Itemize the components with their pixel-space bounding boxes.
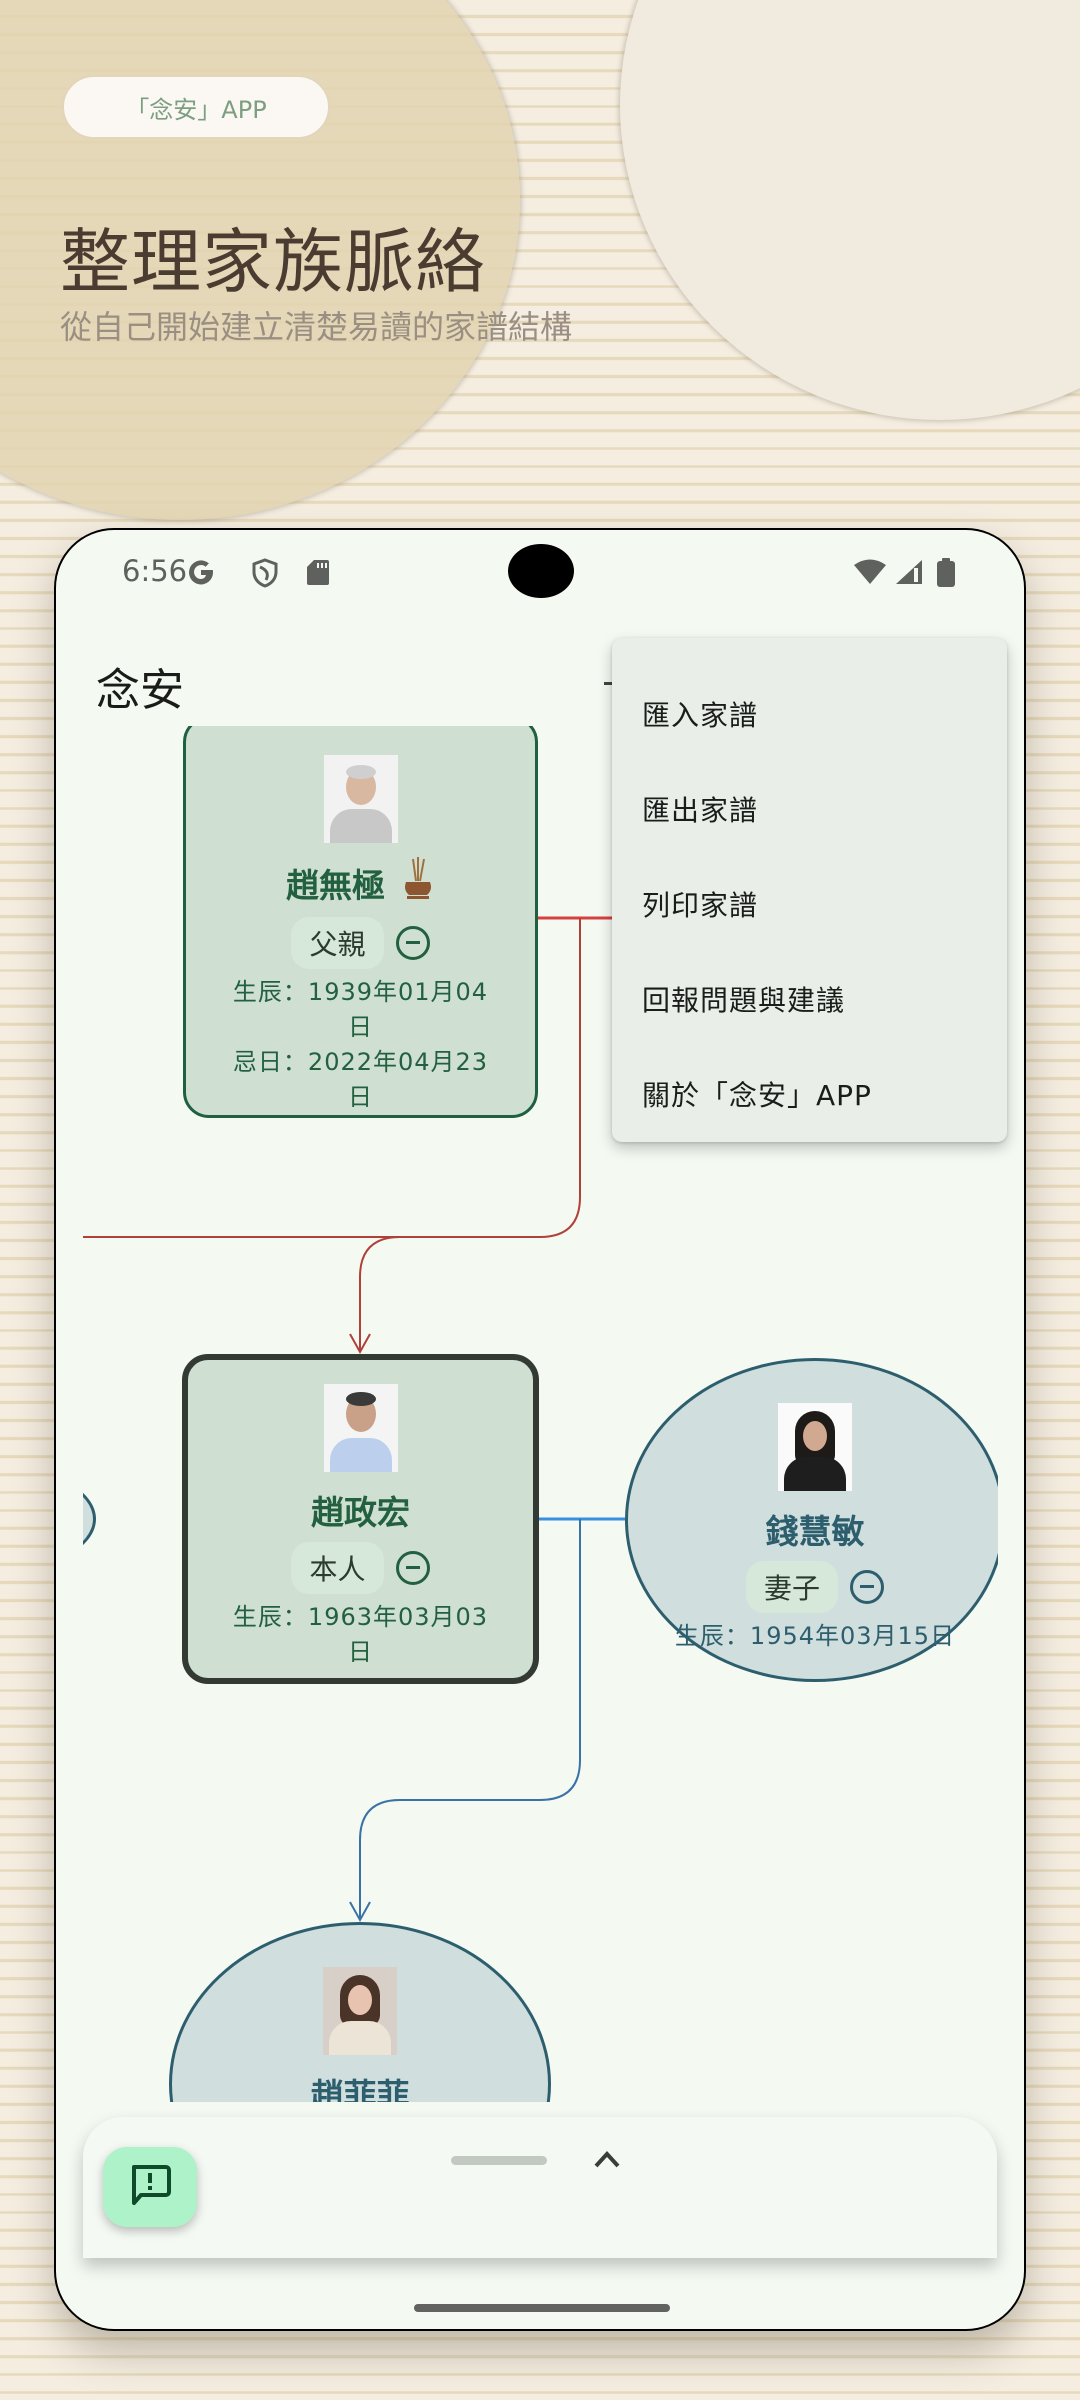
expand-sheet-button[interactable] [589, 2143, 625, 2179]
status-time: 6:56 [122, 554, 188, 588]
promo-app-badge: 「念安」APP [62, 75, 330, 139]
google-icon [188, 558, 216, 590]
sd-card-icon [306, 558, 330, 590]
collapse-minus-icon[interactable] [850, 1570, 884, 1604]
decorative-circle-right [620, 0, 1080, 420]
promo-app-badge-label: 「念安」APP [125, 95, 267, 124]
battery-icon [936, 558, 956, 592]
cell-signal-icon [894, 558, 924, 590]
app-title: 念安 [96, 665, 184, 716]
role-chip: 父親 [291, 917, 384, 969]
phone-screen: 6:56 念安 [56, 530, 1024, 2329]
wifi-icon [852, 558, 888, 590]
collapse-minus-icon[interactable] [395, 926, 430, 960]
front-camera [508, 544, 574, 598]
chevron-up-icon [593, 2149, 621, 2173]
phone-frame: 6:56 念安 [54, 528, 1026, 2331]
menu-item-export[interactable]: 匯出家譜 [642, 793, 759, 827]
death-date: 忌日：2022年04月23 日 [232, 1048, 489, 1111]
person-photo [778, 1403, 852, 1491]
menu-item-print[interactable]: 列印家譜 [642, 888, 759, 922]
overflow-menu: 匯入家譜 匯出家譜 列印家譜 回報問題與建議 關於「念安」APP [612, 638, 1007, 1142]
person-name: 錢慧敏 [765, 1512, 865, 1551]
connector-lines [83, 916, 643, 1923]
menu-item-feedback[interactable]: 回報問題與建議 [642, 983, 846, 1017]
person-node-father[interactable]: 趙無極 父親 生辰：1939年01月04 日 忌日：2022年04月23 日 [183, 726, 538, 1118]
role-chip: 本人 [291, 1542, 384, 1594]
bottom-sheet[interactable] [83, 2117, 997, 2258]
person-node-self[interactable]: 趙政宏 本人 生辰：1963年03月03 日 [182, 1354, 539, 1684]
person-name: 趙菲菲 [310, 2076, 410, 2102]
person-photo [323, 755, 398, 843]
menu-item-import[interactable]: 匯入家譜 [642, 698, 759, 732]
promo-headline: 整理家族脈絡 [60, 221, 486, 303]
person-name: 趙政宏 [311, 1493, 410, 1532]
gesture-nav-bar[interactable] [414, 2304, 670, 2312]
birth-date: 生辰：1954年03月15日 [674, 1622, 956, 1650]
incense-burner-icon [401, 857, 435, 909]
person-name: 趙無極 [286, 866, 385, 905]
person-photo [323, 1967, 397, 2055]
feedback-icon [126, 2161, 174, 2213]
app-bar-action-partial[interactable] [604, 682, 614, 685]
birth-date: 生辰：1939年01月04 日 [232, 978, 489, 1041]
promo-subheadline: 從自己開始建立清楚易讀的家譜結構 [60, 308, 573, 346]
feedback-fab[interactable] [103, 2147, 197, 2227]
collapse-minus-icon[interactable] [395, 1551, 430, 1585]
role-chip: 妻子 [745, 1561, 838, 1613]
shield-icon [251, 558, 279, 592]
family-tree-canvas[interactable]: 趙無極 父親 生辰：1939年01月04 日 忌日：2022年04月23 日 [83, 726, 998, 2102]
person-node-spouse[interactable]: 錢慧敏 妻子 生辰：1954年03月15日 [625, 1358, 998, 1682]
menu-item-about[interactable]: 關於「念安」APP [642, 1078, 872, 1112]
drag-handle[interactable] [451, 2156, 547, 2165]
person-photo [323, 1384, 398, 1472]
birth-date: 生辰：1963年03月03 日 [232, 1603, 489, 1666]
status-bar: 6:56 [56, 530, 1024, 610]
